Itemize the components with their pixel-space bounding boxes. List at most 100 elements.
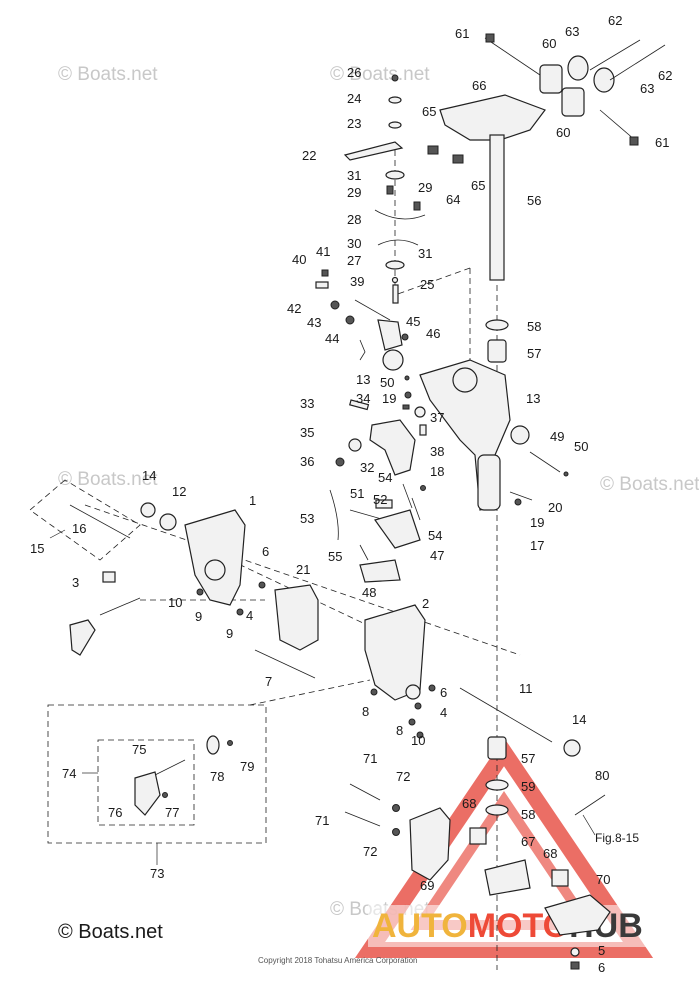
- callout-label: 19: [382, 391, 396, 406]
- spring-77: [162, 792, 168, 798]
- watermark-group: © Boats.net © Boats.net © Boats.net © Bo…: [58, 64, 699, 920]
- callout-label: 56: [527, 193, 541, 208]
- bolt-62: [609, 44, 666, 81]
- screw-29: [386, 185, 394, 195]
- callout-label: 13: [356, 372, 370, 387]
- copyright-text: Copyright 2018 Tohatsu America Corporati…: [258, 956, 418, 965]
- swivel-boss: [452, 367, 478, 393]
- callout-label: 73: [150, 866, 164, 881]
- washer-78: [206, 735, 220, 755]
- pin-18: [420, 485, 426, 491]
- callout-label: 75: [132, 742, 146, 757]
- callout-label: 50: [574, 439, 588, 454]
- tilt-lock-lever-32: [369, 419, 416, 476]
- pin-33: [349, 399, 370, 411]
- callout-label: 10: [411, 733, 425, 748]
- watermark: © Boats.net: [58, 64, 158, 85]
- callout-label: 51: [350, 486, 364, 501]
- pin-80: [574, 794, 606, 816]
- spring-37: [414, 406, 426, 418]
- callout-label: 3: [72, 575, 79, 590]
- callout-label: 34: [356, 391, 370, 406]
- anode-70: [544, 894, 611, 936]
- bushing-57: [487, 736, 507, 760]
- callout-label: 55: [328, 549, 342, 564]
- callout-label: 68: [462, 796, 476, 811]
- callout-label: 33: [300, 396, 314, 411]
- callout-label: 71: [315, 813, 329, 828]
- callout-label: 32: [360, 460, 374, 475]
- callout-label: 37: [430, 410, 444, 425]
- clamp-pivot: [204, 559, 226, 581]
- spring-54: [402, 483, 413, 509]
- callout-label: 18: [430, 464, 444, 479]
- washer-24: [388, 96, 402, 104]
- nut-43: [345, 315, 355, 325]
- callout-label: 31: [418, 246, 432, 261]
- clamp-bracket-1: [69, 502, 266, 656]
- part-41: [321, 269, 329, 277]
- callout-label: 60: [542, 36, 556, 51]
- callout-label: 58: [527, 319, 541, 334]
- callout-label: 53: [300, 511, 314, 526]
- callout-label: 17: [530, 538, 544, 553]
- callout-label: 11: [519, 681, 533, 696]
- figure-reference: Fig.8-15: [595, 831, 639, 845]
- callout-label: 28: [347, 212, 361, 227]
- callout-label: 9: [195, 609, 202, 624]
- callout-label: 50: [380, 375, 394, 390]
- callout-label: 16: [72, 521, 86, 536]
- grommet-13: [382, 349, 404, 371]
- bolt-62: [589, 39, 641, 71]
- collar-52: [375, 499, 393, 509]
- clamp-bracket-left: [184, 509, 246, 606]
- callout-label: 66: [472, 78, 486, 93]
- callout-label: 80: [595, 768, 609, 783]
- spring-44: [359, 339, 366, 361]
- callout-label: 70: [596, 872, 610, 887]
- callout-label: 7: [265, 674, 272, 689]
- grommet-13: [510, 425, 530, 445]
- callout-label: 41: [316, 244, 330, 259]
- bushing-57: [487, 339, 507, 363]
- callout-label: 67: [521, 834, 535, 849]
- callout-label: 71: [363, 751, 377, 766]
- tube-11: [459, 687, 553, 743]
- nut-65: [452, 154, 464, 164]
- lever-22: [343, 141, 404, 161]
- callout-label: 76: [108, 805, 122, 820]
- watermark: © Boats.net: [330, 64, 430, 85]
- ring-27: [391, 276, 399, 284]
- washer-10: [416, 731, 424, 739]
- callout-label: 54: [378, 470, 392, 485]
- leader-fig: [582, 814, 596, 836]
- plate-28: [374, 209, 426, 220]
- callout-label: 29: [347, 185, 361, 200]
- washer-31: [385, 260, 405, 270]
- callout-label: 27: [347, 253, 361, 268]
- bolt-head-61: [485, 33, 495, 43]
- washer-23: [388, 121, 402, 129]
- centerlines: [84, 150, 521, 970]
- callout-label: 36: [300, 454, 314, 469]
- clip-46: [401, 333, 409, 341]
- part-40: [315, 281, 329, 289]
- rod-7: [254, 649, 316, 679]
- callout-label: 9: [226, 626, 233, 641]
- group-box-15: [29, 479, 141, 561]
- link-39: [354, 299, 391, 321]
- spring-54: [411, 497, 421, 521]
- callout-label: 38: [430, 444, 444, 459]
- steering-bracket-assembly: [427, 33, 666, 164]
- bushing-14: [140, 502, 156, 518]
- lower-assembly: [134, 735, 233, 816]
- callout-label: 43: [307, 315, 321, 330]
- bolt-71: [344, 811, 381, 827]
- rubber-mount-60: [561, 87, 585, 117]
- callout-label: 31: [347, 168, 361, 183]
- bolt-61: [484, 37, 541, 76]
- steering-shaft-56: [485, 134, 509, 363]
- callout-label: 68: [543, 846, 557, 861]
- callout-label: 72: [363, 844, 377, 859]
- washer-58: [485, 804, 509, 816]
